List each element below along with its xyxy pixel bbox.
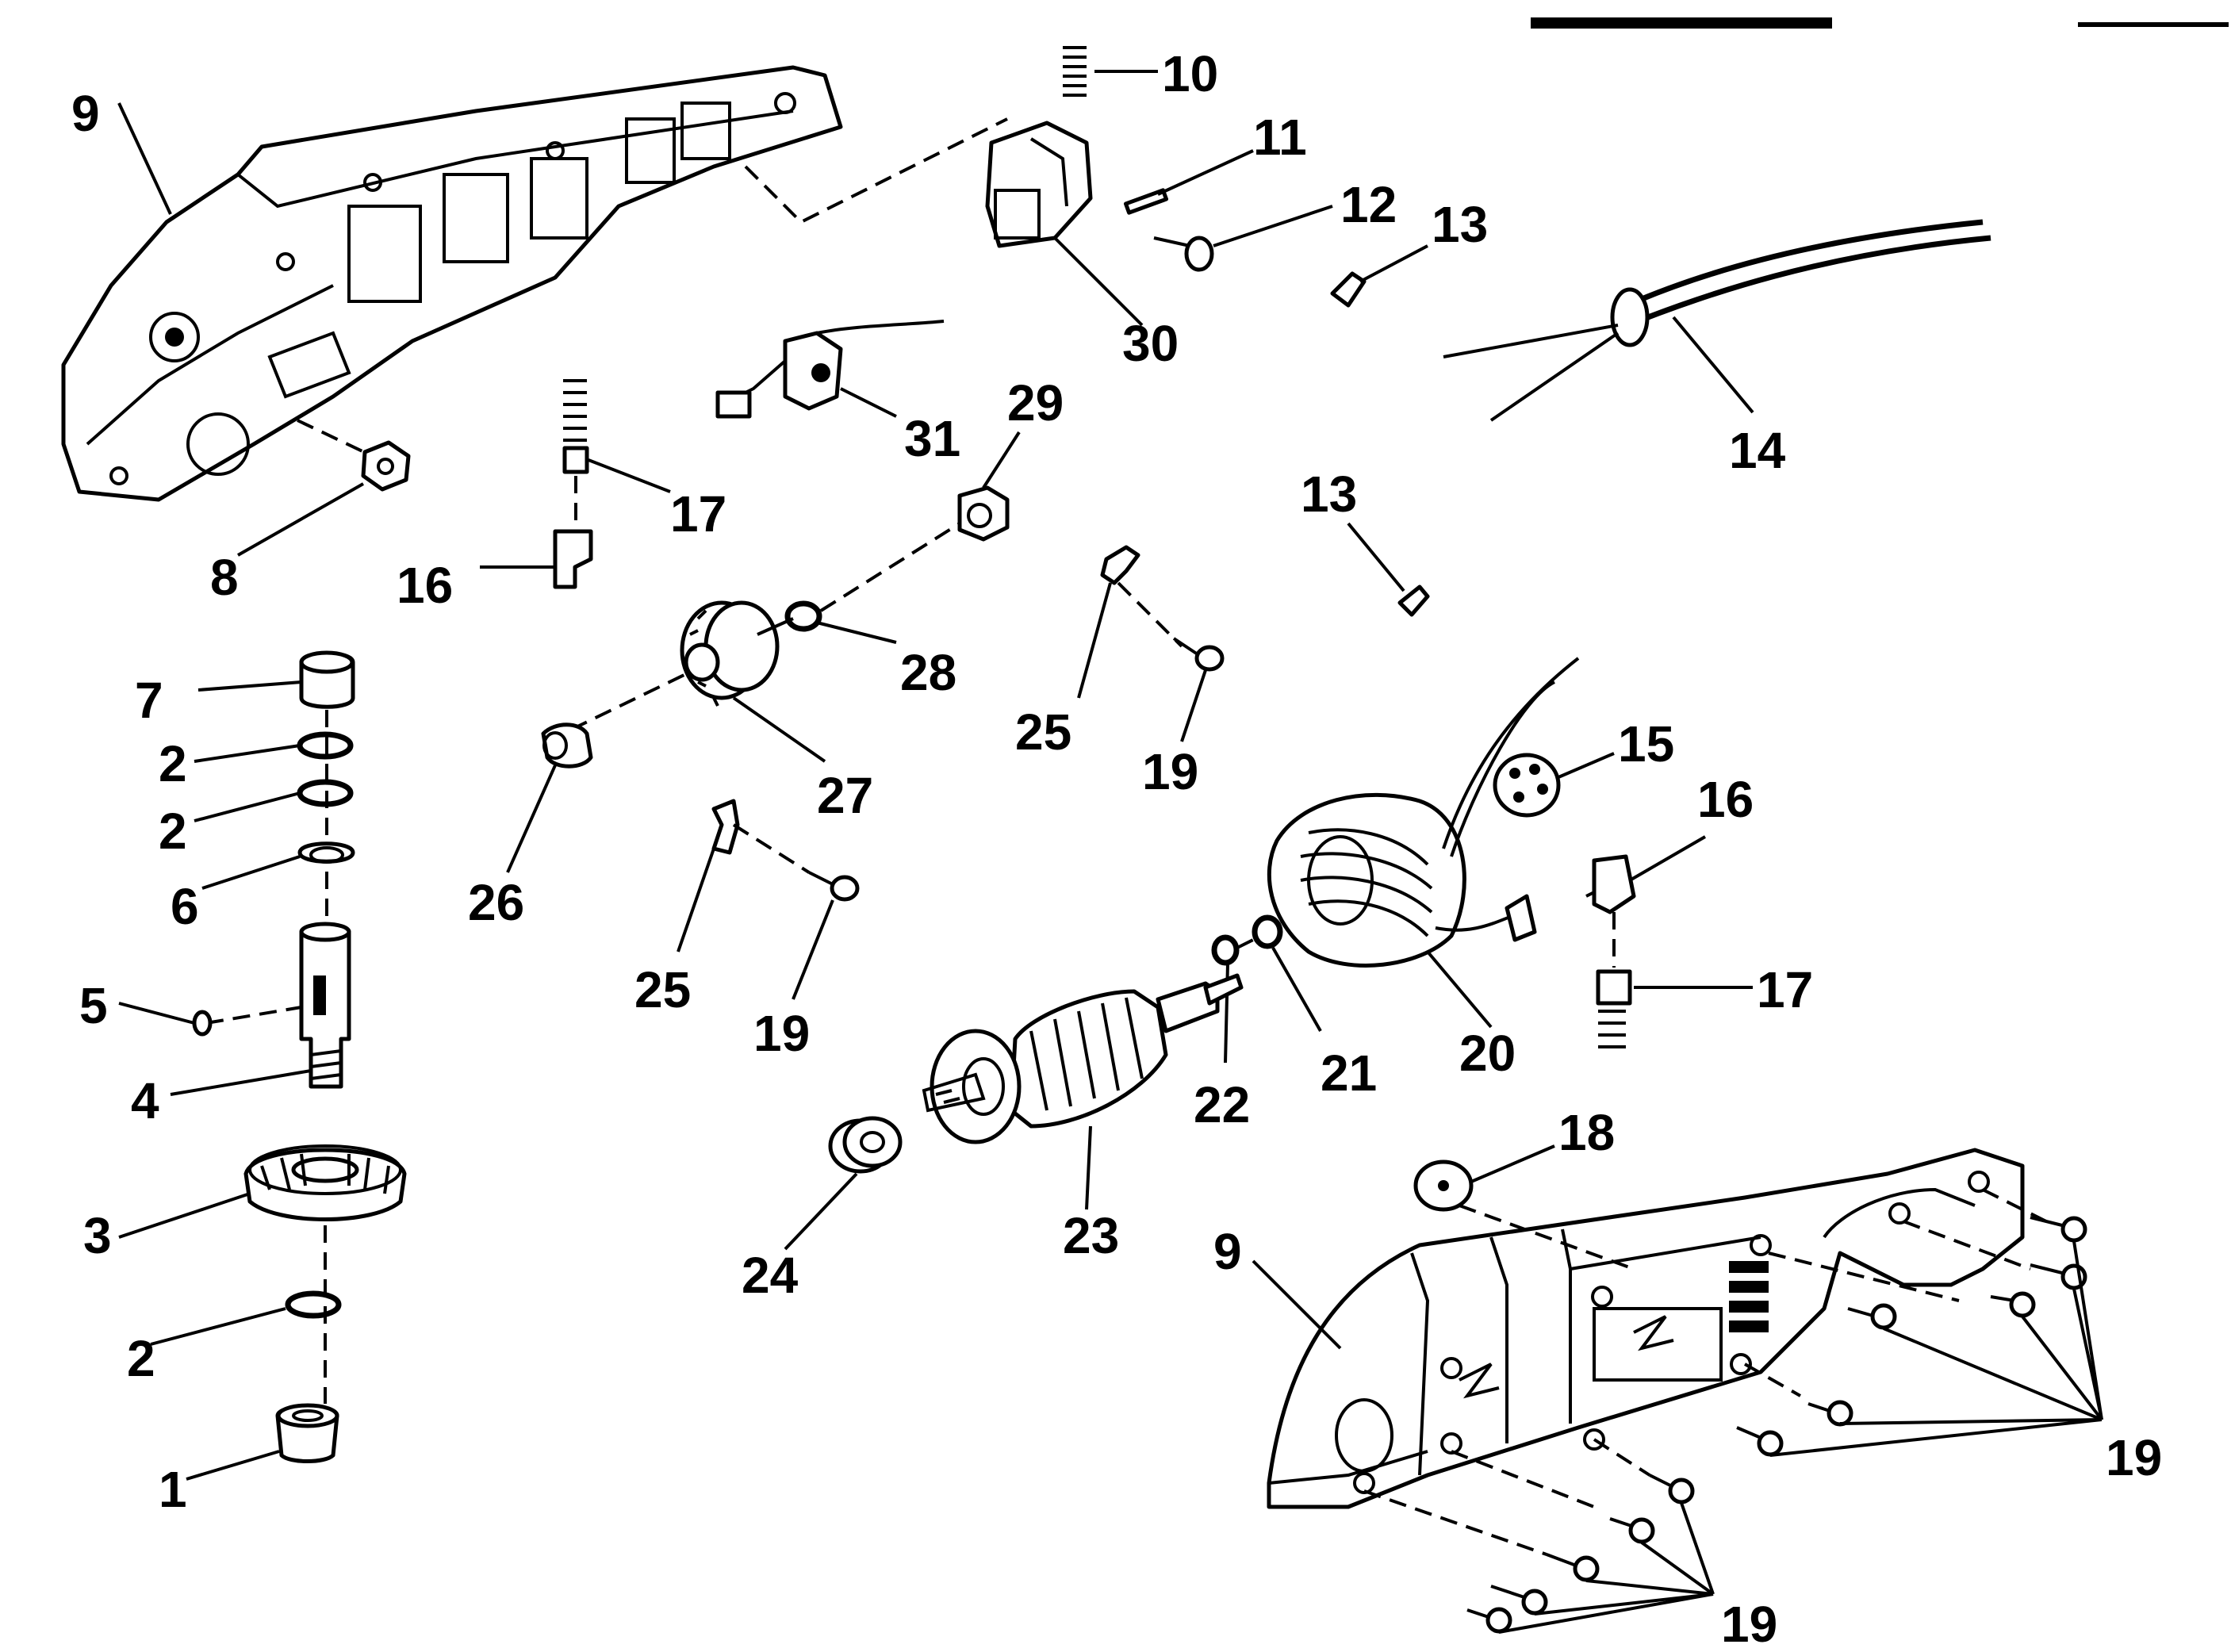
housing-half-right: [1267, 1148, 2025, 1509]
callout-24: 24: [742, 1247, 799, 1304]
callout-1: 1: [159, 1461, 187, 1518]
callout-17: 17: [1757, 961, 1813, 1018]
callout-6: 6: [171, 878, 199, 935]
part-31-switch: [715, 320, 945, 419]
callout-labels: 9 10 11 12 13 30 31 14 29 13 8 17 16 28 …: [71, 45, 2162, 1652]
callout-31: 31: [904, 410, 960, 467]
part-17-brush-left: [562, 379, 589, 474]
callout-19: 19: [1142, 743, 1198, 800]
callout-8: 8: [210, 549, 239, 606]
callout-12: 12: [1340, 176, 1397, 233]
callout-2: 2: [159, 803, 187, 860]
callout-22: 22: [1194, 1076, 1250, 1133]
callout-17: 17: [670, 485, 726, 542]
part-12-screw: [1153, 236, 1214, 272]
callout-14: 14: [1729, 422, 1786, 479]
callout-27: 27: [817, 767, 873, 824]
callout-18: 18: [1558, 1104, 1615, 1161]
part-19-screws-right: [1736, 1188, 2087, 1457]
callout-10: 10: [1162, 45, 1218, 102]
callout-30: 30: [1122, 315, 1179, 372]
callout-21: 21: [1321, 1044, 1377, 1102]
part-7-cap: [299, 650, 355, 709]
part-3-bevel-gear: [243, 1144, 407, 1221]
callout-25: 25: [1015, 703, 1071, 761]
callout-13: 13: [1432, 196, 1488, 253]
part-20-field-coil: [1267, 657, 1580, 968]
callout-29: 29: [1007, 374, 1064, 431]
callout-19: 19: [2106, 1429, 2162, 1486]
part-23-armature: [922, 973, 1244, 1144]
part-15-plate: [1493, 753, 1561, 818]
callout-25: 25: [634, 961, 691, 1018]
callout-26: 26: [468, 874, 524, 931]
part-14-power-cord: [1443, 219, 1991, 422]
part-24-bearing: [828, 1116, 903, 1174]
callout-2: 2: [159, 735, 187, 792]
part-10-spring: [1063, 46, 1087, 97]
part-1-bushing: [275, 1403, 339, 1463]
callout-19: 19: [1721, 1596, 1777, 1652]
callout-15: 15: [1618, 715, 1674, 772]
callout-4: 4: [131, 1072, 159, 1129]
callout-20: 20: [1459, 1025, 1516, 1082]
callout-28: 28: [900, 644, 956, 701]
callout-2: 2: [127, 1330, 155, 1387]
callout-11: 11: [1253, 109, 1307, 166]
callout-7: 7: [135, 672, 163, 729]
part-30-switch: [985, 121, 1093, 248]
callout-9: 9: [71, 85, 100, 142]
housing-half-left: [61, 65, 843, 502]
part-4-spindle: [299, 922, 351, 1089]
callout-23: 23: [1063, 1207, 1119, 1264]
callout-3: 3: [83, 1207, 112, 1264]
callout-19: 19: [753, 1005, 810, 1062]
part-27-gear: [680, 600, 794, 707]
callout-16: 16: [1697, 771, 1754, 828]
callout-16: 16: [397, 557, 453, 614]
callout-9: 9: [1213, 1223, 1242, 1280]
callout-13: 13: [1301, 466, 1357, 523]
header-fragment: [1531, 17, 2229, 29]
callout-5: 5: [79, 977, 108, 1034]
